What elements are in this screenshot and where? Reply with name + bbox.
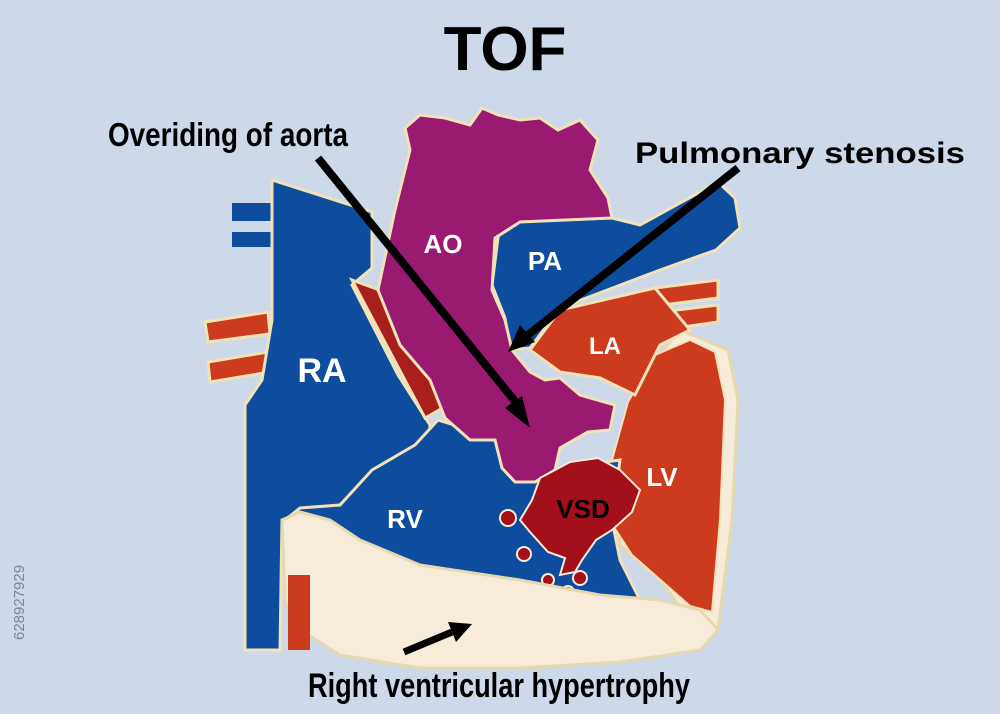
label-lv: LV <box>646 462 678 492</box>
left-atrium <box>527 286 693 397</box>
aorta <box>376 106 617 484</box>
callout-pulmonary-stenosis: Pulmonary stenosis <box>635 137 965 170</box>
label-vsd: VSD <box>556 494 609 524</box>
watermark-id: 628927929 <box>11 565 28 640</box>
diagram-title: TOF <box>444 15 567 84</box>
inferior-vessel <box>288 575 310 650</box>
arrow-overriding-aorta-head <box>505 396 530 428</box>
callout-overriding-aorta: Overiding of aorta <box>108 116 349 153</box>
label-rv: RV <box>387 504 423 534</box>
label-ao: AO <box>424 229 463 259</box>
arrow-rv-hypertrophy-head <box>448 622 472 642</box>
label-la: LA <box>589 333 621 360</box>
rv-hypertrophy-wall <box>280 510 721 670</box>
vsd-droplet <box>499 509 517 527</box>
pulmonary-vein-left-upper <box>203 310 272 344</box>
vsd-droplet <box>516 546 532 562</box>
arrow-pulmonary-stenosis-shaft <box>525 164 741 339</box>
pulmonary-vein-left-lower <box>206 350 272 384</box>
callout-rv-hypertrophy: Right ventricular hypertrophy <box>308 667 690 705</box>
arrow-rv-hypertrophy-shaft <box>402 628 454 656</box>
label-ra: RA <box>297 352 346 390</box>
arrow-pulmonary-stenosis-head <box>508 325 535 352</box>
vena-cava-stub-lower <box>232 232 277 247</box>
label-pa: PA <box>528 246 562 276</box>
ventricular-septal-defect <box>518 456 642 577</box>
arrow-overriding-aorta-shaft <box>314 155 522 408</box>
vsd-droplet <box>572 570 588 586</box>
